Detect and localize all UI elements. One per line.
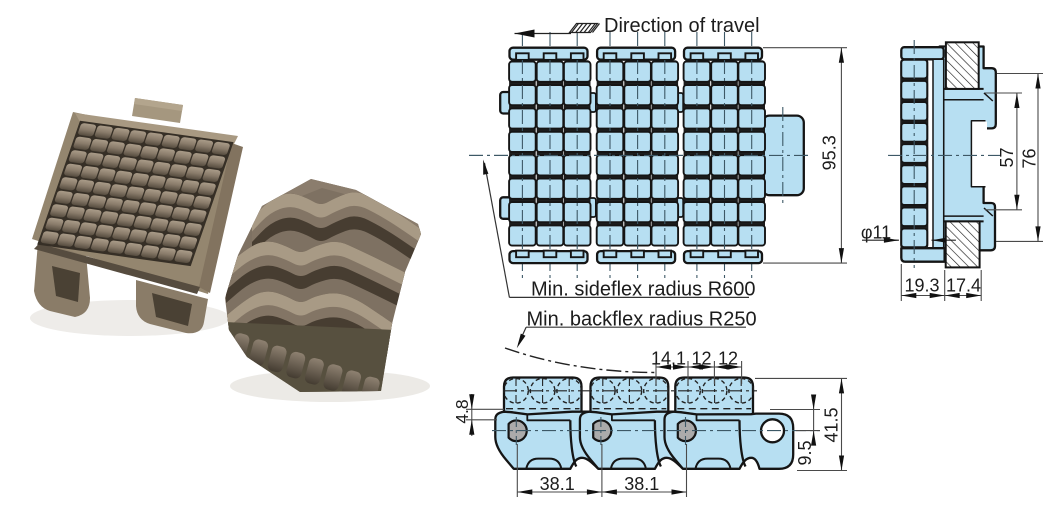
svg-text:Min. sideflex radius R600: Min. sideflex radius R600 — [531, 279, 756, 301]
svg-text:14.1: 14.1 — [651, 349, 686, 369]
svg-text:95.3: 95.3 — [820, 135, 840, 170]
svg-text:76: 76 — [1020, 148, 1040, 168]
svg-text:57: 57 — [997, 147, 1017, 167]
svg-text:12: 12 — [691, 349, 711, 369]
svg-text:41.5: 41.5 — [822, 407, 842, 442]
svg-text:φ11: φ11 — [861, 223, 891, 243]
svg-text:38.1: 38.1 — [624, 474, 659, 494]
svg-text:9.5: 9.5 — [795, 440, 815, 465]
svg-text:38.1: 38.1 — [540, 474, 575, 494]
svg-text:17.4: 17.4 — [946, 276, 981, 296]
svg-text:12: 12 — [718, 349, 738, 369]
svg-text:Direction of travel: Direction of travel — [604, 15, 760, 37]
svg-text:Min. backflex radius R250: Min. backflex radius R250 — [527, 309, 757, 331]
svg-text:19.3: 19.3 — [904, 276, 939, 296]
svg-text:4.8: 4.8 — [452, 399, 472, 423]
